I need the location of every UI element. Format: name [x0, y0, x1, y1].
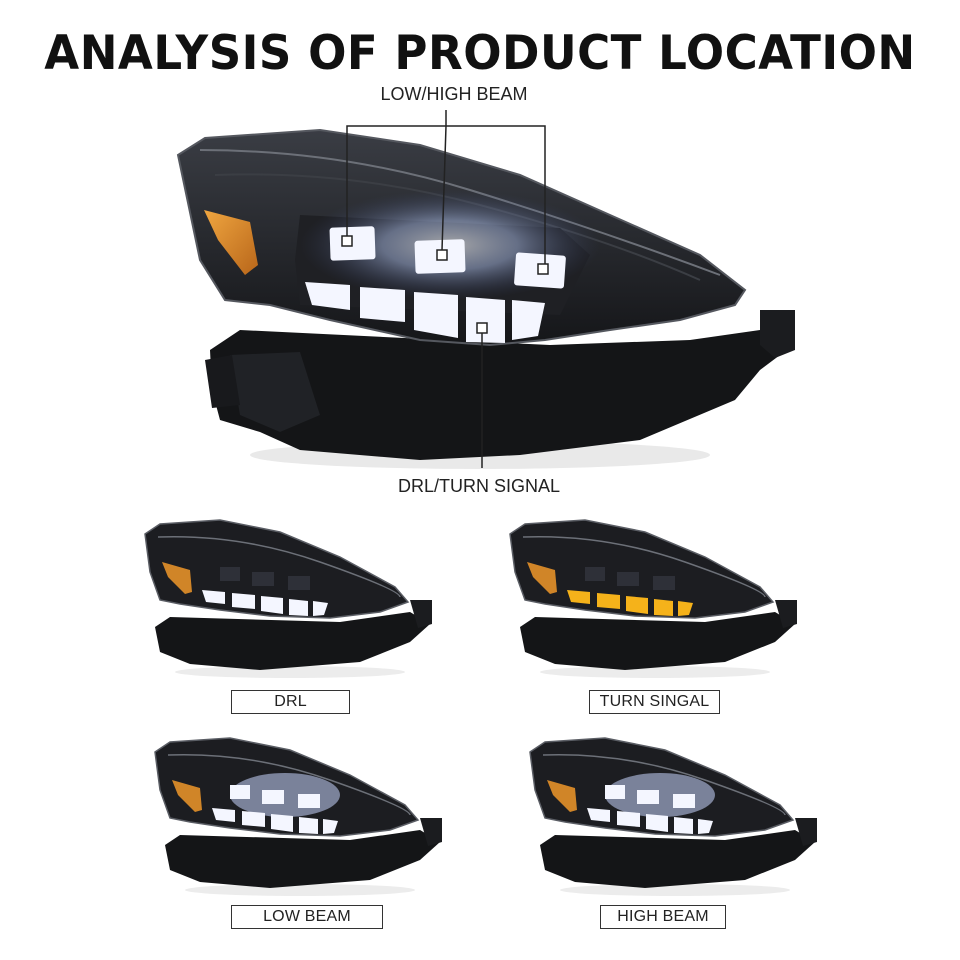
mode-label-low-beam: LOW BEAM	[231, 905, 383, 929]
drl-callout-label: DRL/TURN SIGNAL	[398, 476, 561, 496]
beam-callout-label: LOW/HIGH BEAM	[380, 84, 528, 104]
mode-label-turn-signal: TURN SINGAL	[589, 690, 720, 714]
headlight-high-beam-image	[529, 737, 817, 896]
main-headlight-image	[176, 110, 795, 469]
headlight-low-beam-image	[154, 737, 442, 896]
mode-label-drl: DRL	[231, 690, 350, 714]
headlight-turn-signal-image	[509, 519, 797, 678]
mode-label-high-beam: HIGH BEAM	[600, 905, 726, 929]
headlight-drl-image	[144, 519, 432, 678]
page-title: ANALYSIS OF PRODUCT LOCATION	[44, 26, 916, 81]
